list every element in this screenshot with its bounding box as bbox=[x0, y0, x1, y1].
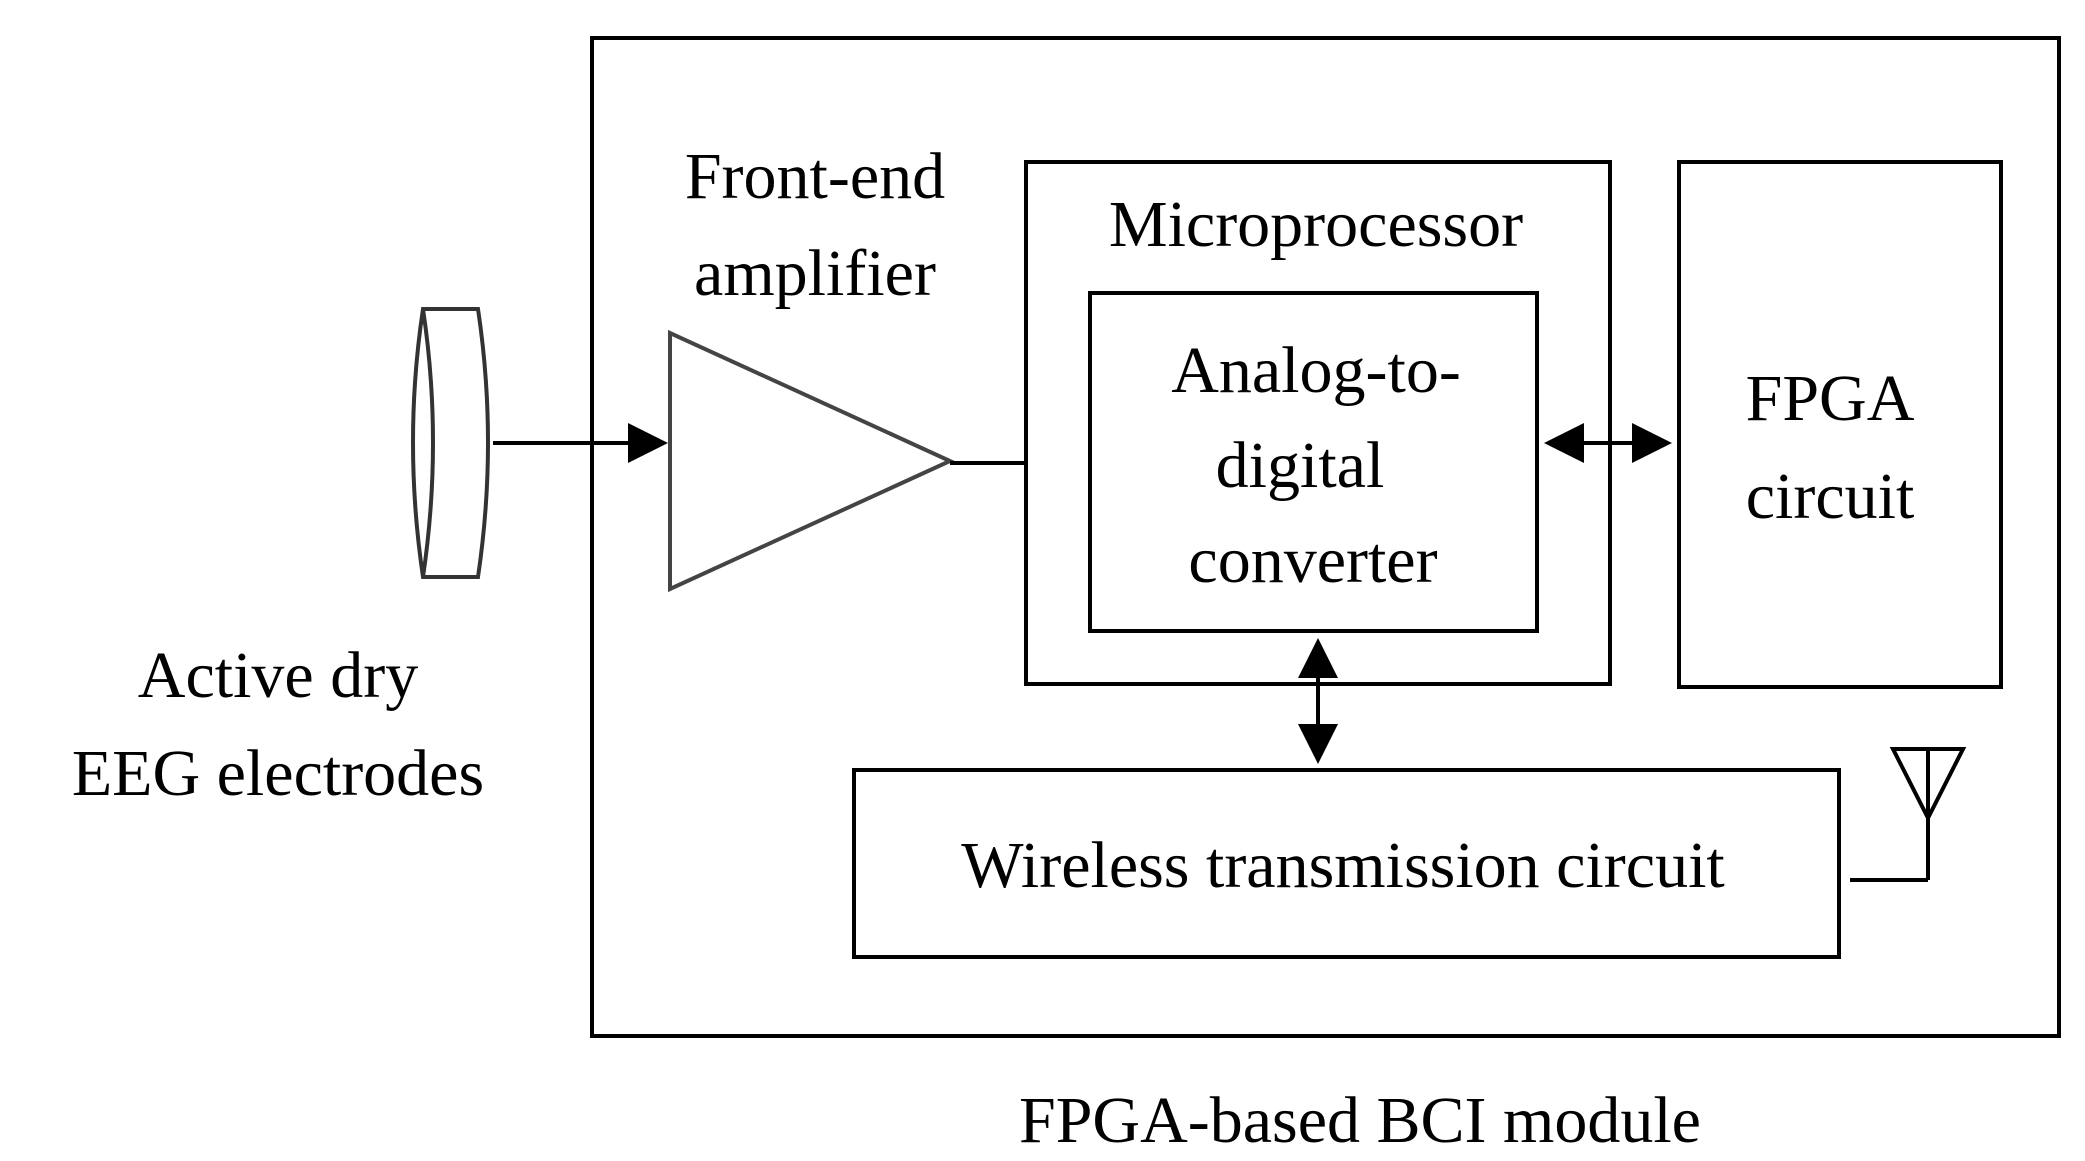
antenna-icon bbox=[1850, 747, 1967, 882]
adc-label-line3: converter bbox=[1188, 524, 1437, 597]
electrode-icon bbox=[411, 307, 490, 579]
electrodes-label-line1: Active dry bbox=[138, 639, 418, 712]
fpga-label-line2: circuit bbox=[1746, 460, 1915, 533]
adc-box bbox=[1088, 291, 1539, 633]
amplifier-label-line2: amplifier bbox=[694, 237, 936, 310]
module-caption: FPGA-based BCI module bbox=[1019, 1084, 1701, 1157]
amplifier-triangle-icon bbox=[668, 329, 955, 593]
fpga-circuit-box bbox=[1677, 160, 2003, 689]
amplifier-label-line1: Front-end bbox=[685, 140, 945, 213]
adc-label-line2: digital bbox=[1216, 429, 1385, 502]
fpga-label-line1: FPGA bbox=[1746, 362, 1915, 435]
wireless-transmission-box bbox=[852, 768, 1841, 959]
adc-label-line1: Analog-to- bbox=[1171, 334, 1461, 407]
electrodes-label-line2: EEG electrodes bbox=[72, 737, 484, 810]
wireless-label: Wireless transmission circuit bbox=[961, 829, 1725, 902]
microprocessor-label: Microprocessor bbox=[1109, 188, 1523, 261]
